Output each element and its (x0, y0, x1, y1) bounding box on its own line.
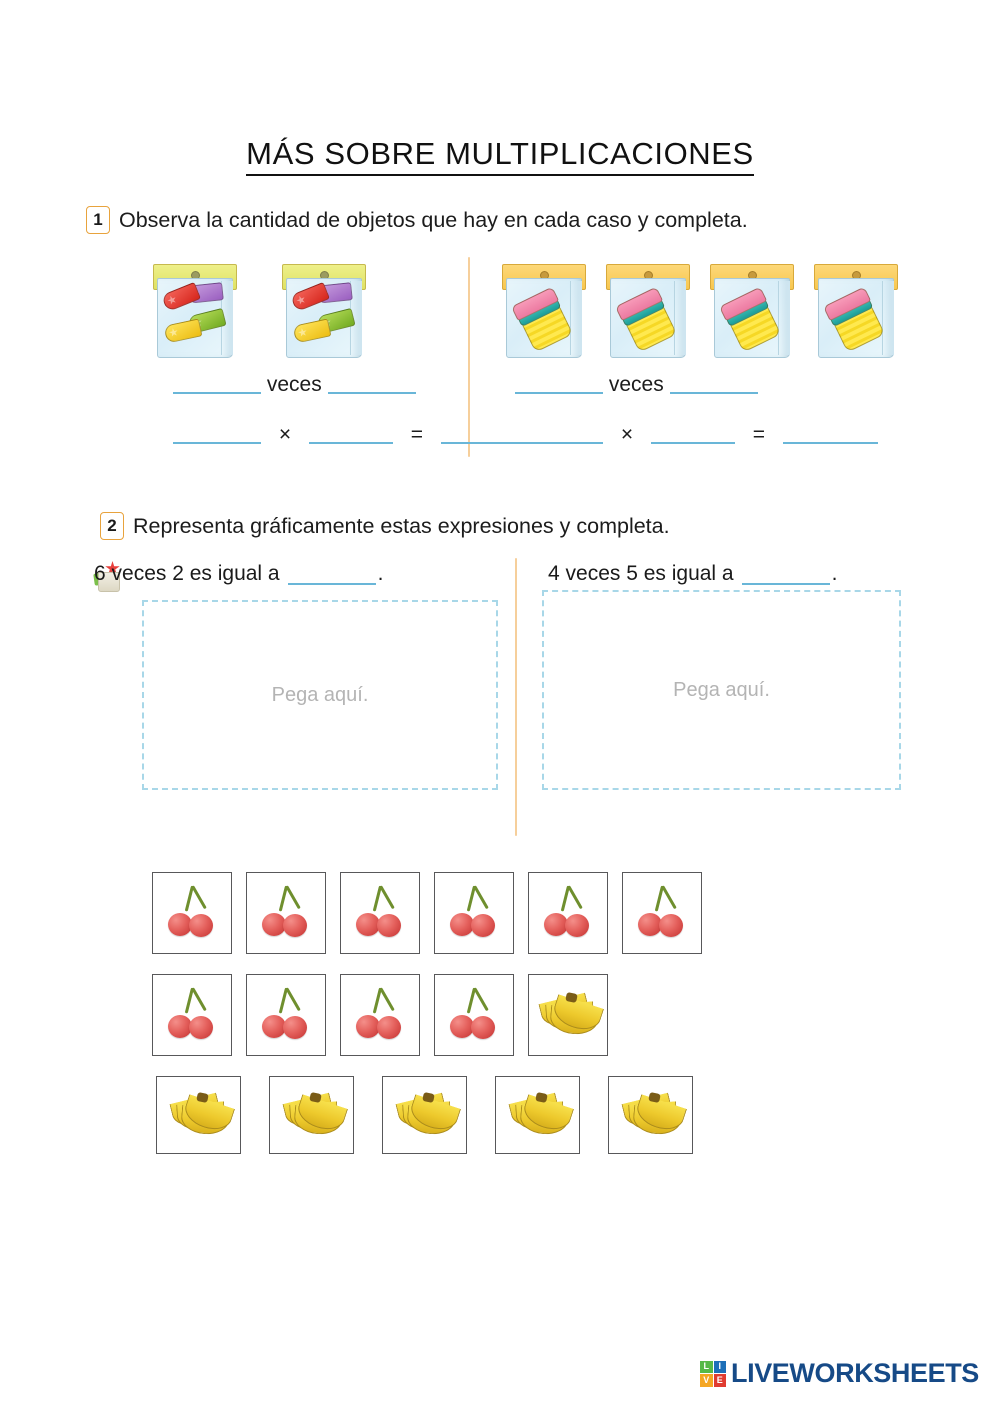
logo-letter-i: I (713, 1360, 726, 1373)
exercise-1-body: veces × = (80, 255, 920, 465)
banana-tile[interactable] (269, 1076, 354, 1154)
liveworksheets-brand-text: LIVEWORKSHEETS (731, 1358, 979, 1388)
cherry-icon (354, 885, 406, 941)
exercise-1-right-veces-label: veces (608, 373, 664, 396)
bag-of-stacked-cups-icon (710, 260, 794, 360)
exercise-2-left-dropzone-text: Pega aquí. (271, 683, 369, 706)
exercise-2-right-expression-text: 4 veces 5 es igual a (548, 562, 734, 585)
bag-of-stacked-cups-icon (814, 260, 898, 360)
banana-tile[interactable] (156, 1076, 241, 1154)
exercise-2-instruction-text: Representa gráficamente estas expresione… (133, 513, 670, 538)
exercise-2-right-dropzone-text: Pega aquí. (673, 678, 770, 701)
banana-icon (394, 1091, 461, 1138)
cherry-tile[interactable] (152, 974, 232, 1056)
banana-icon (620, 1091, 687, 1138)
tile-row (152, 872, 752, 954)
exercise-2-right-answer-blank[interactable] (741, 564, 830, 585)
cherry-tile[interactable] (246, 974, 326, 1056)
whistle-bag-group (135, 255, 435, 360)
exercise-1-right-panel: veces × = (490, 255, 920, 446)
logo-letter-e: E (713, 1374, 726, 1387)
exercise-1-left-multiplication-line: × = (173, 423, 529, 447)
section-2-divider (515, 558, 517, 836)
banana-tile[interactable] (495, 1076, 580, 1154)
section-1-divider (468, 257, 470, 457)
exercise-2-instruction: 2 Representa gráficamente estas expresio… (100, 512, 670, 540)
exercise-1-right-multiplication-line: × = (515, 423, 878, 447)
exercise-2-number-badge: 2 (100, 512, 124, 540)
exercise-1-instruction-text: Observa la cantidad de objetos que hay e… (119, 207, 748, 232)
cherry-icon (354, 987, 406, 1043)
cherry-tile[interactable] (340, 872, 420, 954)
banana-icon (507, 1091, 574, 1138)
paste-icon-pot (98, 572, 120, 592)
exercise-2-right-dropzone[interactable]: Pega aquí. (542, 590, 901, 790)
exercise-1-left-factor-2-blank[interactable] (308, 423, 393, 444)
exercise-2-left-expression: 6 veces 2 es igual a . (94, 562, 383, 586)
cherry-icon (636, 885, 688, 941)
exercise-1-left-veces-blank-2[interactable] (327, 373, 416, 394)
cherry-icon (448, 987, 500, 1043)
fruit-tile-bank (152, 872, 752, 1154)
cherry-tile[interactable] (434, 872, 514, 954)
tile-row (156, 1076, 752, 1154)
exercise-2-left-expression-text: 6 veces 2 es igual a (94, 562, 280, 585)
bag-of-stacked-cups-icon (502, 260, 586, 360)
exercise-1-right-veces-line: veces (515, 373, 758, 397)
exercise-2-body: 6 veces 2 es igual a . 4 veces 5 es igua… (80, 558, 920, 838)
cup-bag-group (490, 255, 920, 360)
page-title-text: MÁS SOBRE MULTIPLICACIONES (246, 136, 754, 176)
cherry-icon (448, 885, 500, 941)
cherry-icon (166, 885, 218, 941)
banana-tile[interactable] (382, 1076, 467, 1154)
exercise-2-left-answer-blank[interactable] (287, 564, 376, 585)
banana-icon (281, 1091, 348, 1138)
exercise-1-left-times-symbol: × (278, 423, 292, 446)
banana-icon (538, 991, 604, 1038)
exercise-1-left-panel: veces × = (135, 255, 529, 446)
tile-row (152, 974, 752, 1056)
exercise-1-instruction: 1 Observa la cantidad de objetos que hay… (86, 206, 748, 234)
exercise-2-right-period: . (831, 562, 838, 585)
cherry-tile[interactable] (528, 872, 608, 954)
banana-tile[interactable] (608, 1076, 693, 1154)
exercise-1-right-factor-2-blank[interactable] (650, 423, 735, 444)
cherry-icon (260, 987, 312, 1043)
exercise-1-number-badge: 1 (86, 206, 110, 234)
exercise-1-right-veces-blank-1[interactable] (515, 373, 603, 394)
liveworksheets-footer[interactable]: L I V E LIVEWORKSHEETS (700, 1358, 979, 1389)
paste-pot-icon (92, 560, 124, 592)
cherry-tile[interactable] (340, 974, 420, 1056)
exercise-1-left-equals-symbol: = (410, 423, 424, 446)
liveworksheets-logo-icon: L I V E (700, 1360, 726, 1387)
exercise-1-right-equals-symbol: = (752, 423, 766, 446)
cherry-icon (542, 885, 594, 941)
bag-of-stacked-cups-icon (606, 260, 690, 360)
exercise-1-left-veces-line: veces (173, 373, 416, 397)
cherry-tile[interactable] (622, 872, 702, 954)
banana-icon (168, 1091, 235, 1138)
exercise-1-right-times-symbol: × (620, 423, 634, 446)
exercise-2-right-expression: 4 veces 5 es igual a . (548, 562, 837, 586)
exercise-1-right-factor-1-blank[interactable] (515, 423, 603, 444)
cherry-tile[interactable] (152, 872, 232, 954)
cherry-icon (166, 987, 218, 1043)
logo-letter-v: V (700, 1374, 713, 1387)
logo-letter-l: L (700, 1360, 713, 1373)
cherry-icon (260, 885, 312, 941)
exercise-1-left-veces-label: veces (266, 373, 322, 396)
bag-of-whistles-icon (282, 260, 366, 360)
bag-of-whistles-icon (153, 260, 237, 360)
exercise-2-left-period: . (377, 562, 384, 585)
exercise-1-left-veces-blank-1[interactable] (173, 373, 261, 394)
exercise-2-left-dropzone[interactable]: Pega aquí. (142, 600, 498, 790)
exercise-1-right-product-blank[interactable] (782, 423, 878, 444)
page-title: MÁS SOBRE MULTIPLICACIONES (0, 136, 1000, 176)
exercise-1-right-veces-blank-2[interactable] (669, 373, 758, 394)
cherry-tile[interactable] (246, 872, 326, 954)
cherry-tile[interactable] (434, 974, 514, 1056)
exercise-1-left-factor-1-blank[interactable] (173, 423, 261, 444)
banana-tile[interactable] (528, 974, 608, 1056)
exercise-1-left-product-blank[interactable] (440, 423, 529, 444)
